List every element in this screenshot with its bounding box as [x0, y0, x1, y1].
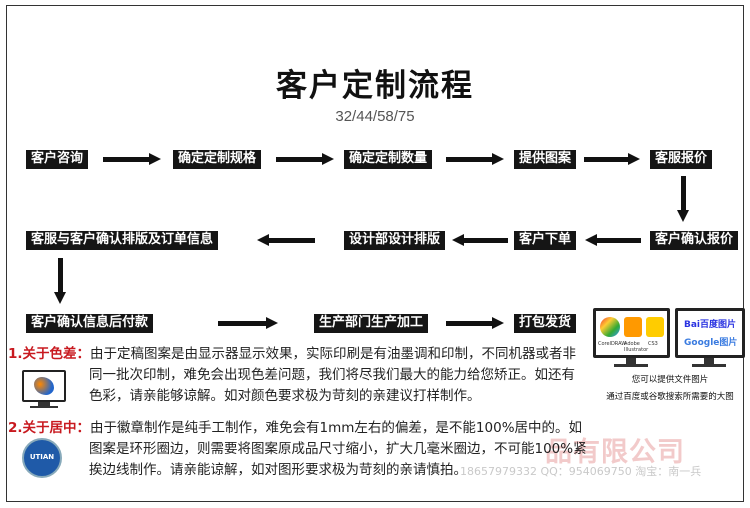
monitor-search: Bai百度图片 Google图片	[675, 308, 745, 358]
page-title: 客户定制流程	[276, 68, 474, 104]
arrow-right-icon	[103, 153, 161, 166]
arrow-right-icon	[276, 153, 334, 166]
contact-info: 18657979332 QQ：954069750 淘宝：南一兵	[460, 465, 702, 478]
note-color-difference: 1.关于色差：由于定稿图案是由显示器显示效果，实际印刷是有油墨调和印制，不同机器…	[8, 344, 576, 365]
baidu-logo: Bai百度图片	[684, 320, 737, 330]
monitor-software: CorelDRAW Adobe Illustrator CS3	[593, 308, 670, 358]
monitor-color-sample	[22, 370, 66, 402]
monitor-caption: 通过百度或谷歌搜索所需要的大图	[606, 392, 734, 402]
arrow-right-icon	[446, 153, 504, 166]
step-payment: 客户确认信息后付款	[26, 314, 154, 333]
step-quote: 客服报价	[650, 150, 713, 169]
step-production: 生产部门生产加工	[314, 314, 429, 333]
note-line: 图案是环形圈边，则需要将图案原成品尺寸缩小，扩大几毫米圈边，不可能100%紧	[89, 441, 587, 457]
arrow-down-icon	[677, 176, 690, 222]
step-design: 设计部设计排版	[344, 231, 446, 250]
step-confirm-quote: 客户确认报价	[650, 231, 739, 250]
page-frame	[6, 5, 744, 502]
step-quantity: 确定定制数量	[344, 150, 433, 169]
note-line: 由于徽章制作是纯手工制作，难免会有1mm左右的偏差，是不能100%居中的。如	[90, 420, 583, 436]
arrow-right-icon	[446, 317, 504, 330]
badge-logo: UTIAN	[22, 438, 62, 478]
note-lead: 1.关于色差：	[8, 346, 91, 362]
arrow-left-icon	[585, 234, 641, 247]
step-shipping: 打包发货	[514, 314, 577, 333]
arrow-down-icon	[54, 258, 67, 304]
watermark-text: 品有限公司	[545, 437, 685, 468]
monitor-stand	[704, 358, 714, 364]
step-confirm-layout: 客服与客户确认排版及订单信息	[26, 231, 219, 250]
step-spec: 确定定制规格	[173, 150, 262, 169]
arrow-right-icon	[584, 153, 640, 166]
app-name: CS3	[648, 341, 658, 347]
arrow-left-icon	[257, 234, 315, 247]
butterfly-icon	[34, 377, 54, 395]
note-line: 同一批次印制，难免会出现色差问题，我们将尽我们最大的能力给您矫正。如还有	[89, 367, 575, 383]
badge-logo-text: UTIAN	[29, 453, 55, 461]
note-line: 挨边线制作。请亲能谅解，如对图形要求极为苛刻的亲请慎拍。	[89, 462, 467, 478]
monitor-stand	[38, 402, 50, 406]
note-lead: 2.关于居中：	[8, 420, 91, 436]
app-name: Adobe Illustrator	[624, 341, 649, 353]
monitor-base	[692, 364, 726, 367]
cs3-icon	[646, 317, 664, 337]
step-order: 客户下单	[514, 231, 577, 250]
step-consult: 客户咨询	[26, 150, 89, 169]
note-line: 由于定稿图案是由显示器显示效果，实际印刷是有油墨调和印制，不同机器或者非	[90, 346, 577, 362]
step-pattern: 提供图案	[514, 150, 577, 169]
monitor-caption: 您可以提供文件图片	[631, 375, 709, 385]
arrow-right-icon	[218, 317, 278, 330]
coreldraw-icon	[600, 317, 620, 337]
illustrator-icon	[624, 317, 642, 337]
monitor-stand	[626, 358, 636, 364]
arrow-left-icon	[452, 234, 508, 247]
monitor-base	[614, 364, 648, 367]
google-logo: Google图片	[684, 338, 738, 348]
note-centering: 2.关于居中：由于徽章制作是纯手工制作，难免会有1mm左右的偏差，是不能100%…	[8, 418, 582, 439]
app-name: CorelDRAW	[598, 341, 627, 347]
monitor-base	[30, 406, 58, 408]
page-subtitle: 32/44/58/75	[335, 108, 415, 125]
note-line: 色彩，请亲能够谅解。如对颜色要求极为苛刻的亲建议打样制作。	[89, 388, 481, 404]
